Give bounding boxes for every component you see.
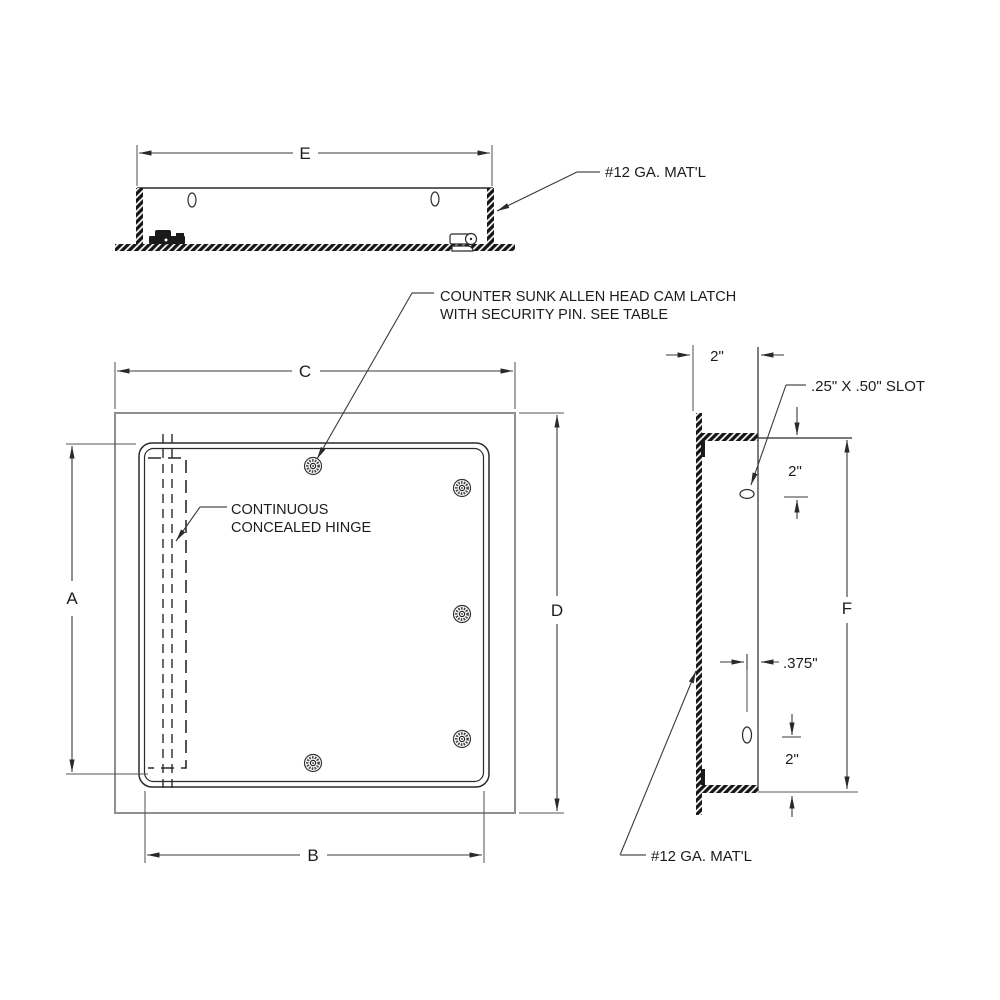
cam-latch-top-right	[452, 478, 472, 498]
side-slot-top	[739, 488, 755, 500]
latch-note-line1: COUNTER SUNK ALLEN HEAD CAM LATCH	[440, 289, 736, 305]
cam-latch-mid-right	[452, 604, 472, 624]
material-note-top: #12 GA. MAT'L	[605, 164, 706, 181]
dim-b: B	[144, 791, 485, 865]
hinge-note-line2: CONCEALED HINGE	[231, 520, 372, 536]
cam-latch-bottom-center	[303, 753, 323, 773]
side-bottom-wall	[702, 785, 758, 793]
dim-f: F	[758, 440, 858, 793]
dim-label-e: E	[299, 144, 310, 163]
concealed-hinge	[148, 434, 187, 793]
latch-callout: COUNTER SUNK ALLEN HEAD CAM LATCH WITH S…	[316, 289, 736, 460]
dim-label-d: D	[551, 601, 563, 620]
front-view: C D A B COUNTER SU	[66, 289, 736, 865]
dim-e: E	[136, 144, 493, 186]
dim-slot-offset: .375"	[720, 654, 818, 712]
dim-label-slot-bottom: 2"	[785, 751, 799, 768]
dim-label-b: B	[307, 846, 318, 865]
wall-frame	[114, 412, 516, 814]
side-top-bracket	[701, 441, 705, 457]
side-view: 2" 2" .25" X .50" SLOT F .3	[619, 345, 925, 865]
hinge-callout: CONTINUOUS CONCEALED HINGE	[175, 502, 372, 542]
dim-d: D	[519, 412, 564, 814]
door-panel-inner	[143, 447, 485, 783]
latch-note-line2: WITH SECURITY PIN. SEE TABLE	[440, 307, 668, 323]
dim-c: C	[114, 362, 516, 409]
section-right-wall	[487, 188, 494, 245]
dim-slot-bottom: 2"	[782, 714, 801, 817]
slot-note: .25" X .50" SLOT	[811, 378, 925, 395]
slot-callout: .25" X .50" SLOT	[750, 378, 925, 486]
side-bottom-bracket	[701, 769, 705, 785]
hinge-section-detail	[149, 230, 185, 245]
cam-latch-top-center	[303, 456, 323, 476]
latch-section-detail	[449, 232, 478, 252]
dim-label-f: F	[842, 599, 852, 618]
dim-slot-top: 2"	[784, 407, 808, 519]
section-slot-left	[187, 192, 197, 208]
side-slot-bottom	[741, 726, 753, 744]
section-left-wall	[136, 188, 143, 245]
cam-latch-bottom-right	[452, 729, 472, 749]
dim-label-c: C	[299, 362, 311, 381]
dim-label-flange: 2"	[710, 348, 724, 365]
dim-label-offset: .375"	[783, 655, 818, 672]
section-door-plate	[115, 244, 515, 251]
dim-label-slot-top: 2"	[788, 463, 802, 480]
dim-a: A	[66, 443, 148, 775]
material-callout-top: #12 GA. MAT'L	[496, 164, 706, 212]
material-callout-bottom: #12 GA. MAT'L	[619, 670, 752, 865]
side-top-wall	[702, 433, 758, 441]
section-slot-right	[430, 191, 440, 207]
dim-label-a: A	[66, 589, 78, 608]
door-panel-outer	[138, 442, 490, 788]
dim-flange-width: 2"	[666, 345, 784, 411]
side-flange	[696, 413, 702, 815]
hinge-note-line1: CONTINUOUS	[231, 502, 328, 518]
material-note-bottom: #12 GA. MAT'L	[651, 848, 752, 865]
section-view: E #12 GA. MAT'L	[115, 144, 706, 252]
